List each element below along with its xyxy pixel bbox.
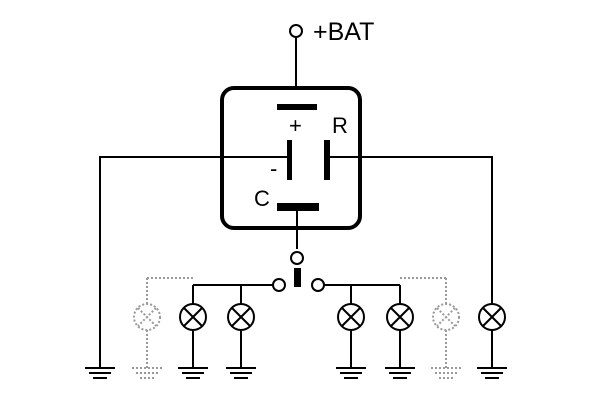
ground-icon	[178, 367, 208, 379]
battery-terminal: +BAT	[289, 18, 374, 105]
lamp-4	[336, 285, 366, 379]
r-label: R	[332, 113, 348, 138]
ground-icon	[431, 367, 461, 379]
ground-icon	[85, 367, 115, 379]
battery-terminal-circle	[289, 24, 303, 38]
c-label: C	[254, 186, 270, 211]
ground-icon	[226, 367, 256, 379]
c-plate	[277, 203, 319, 211]
lamp-7	[477, 303, 507, 379]
battery-terminal-label: +BAT	[313, 18, 374, 46]
minus-plate	[287, 140, 292, 180]
turn-signal-switch[interactable]	[272, 211, 325, 292]
ground-icon	[477, 367, 507, 379]
flasher-unit: + - R C	[220, 86, 362, 230]
ground-icon	[385, 367, 415, 379]
minus-label: -	[270, 156, 277, 181]
lamp-3	[226, 285, 256, 379]
switch-left-contact	[272, 278, 286, 292]
ground-icon	[336, 367, 366, 379]
lamp-5	[385, 285, 415, 379]
r-plate	[324, 140, 330, 180]
switch-common-contact	[290, 251, 304, 265]
switch-lever[interactable]	[294, 268, 301, 287]
right-feed-wire	[330, 156, 493, 368]
plus-plate	[277, 104, 317, 110]
lamp-6	[431, 278, 461, 379]
lamp-2	[178, 285, 208, 379]
left-feed-wire	[99, 156, 287, 368]
switch-right-contact	[311, 278, 325, 292]
plus-label: +	[289, 113, 302, 138]
ground-icon	[132, 367, 162, 379]
lamp-1	[132, 278, 162, 379]
